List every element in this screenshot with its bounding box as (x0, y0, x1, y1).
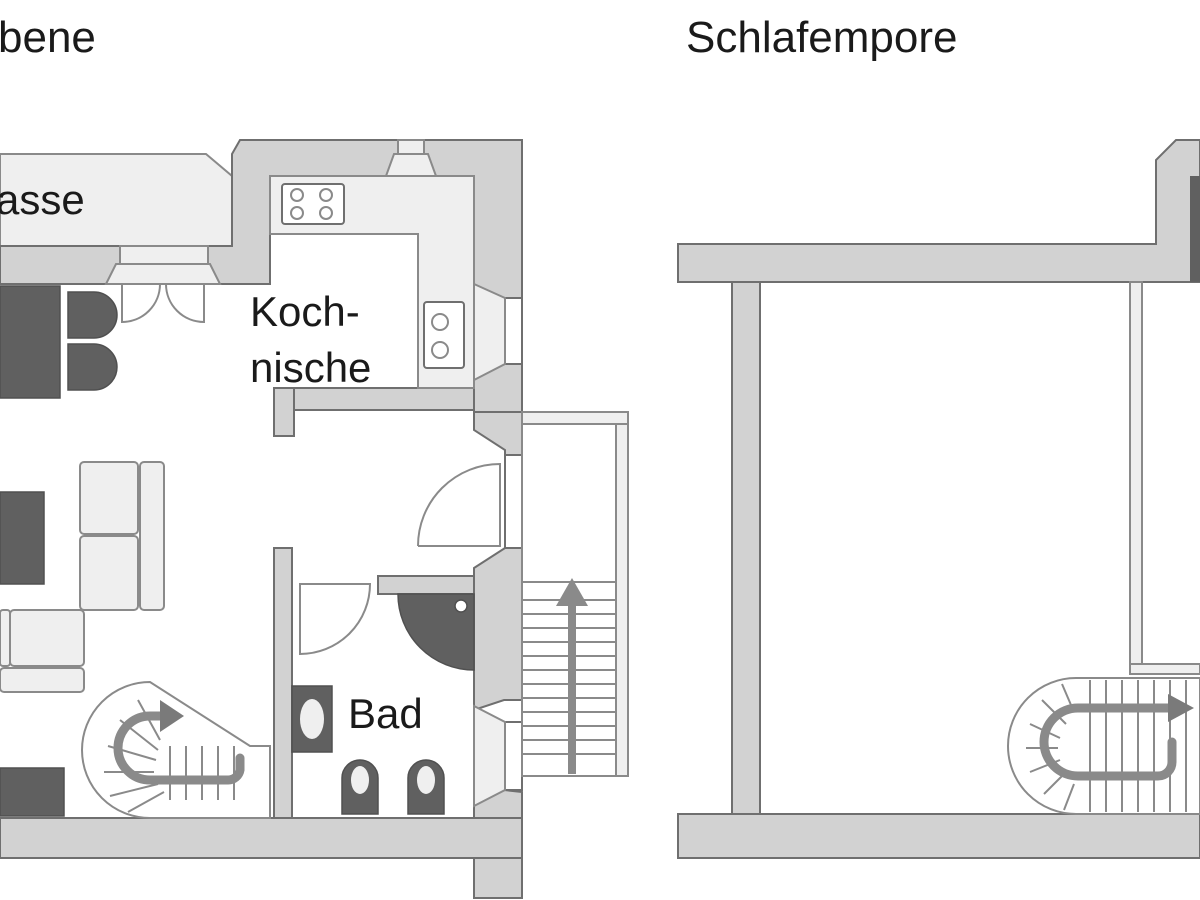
stove-icon (281, 183, 345, 225)
window-bath (504, 721, 523, 791)
bottom-wall (0, 817, 523, 859)
kitchen-partition (273, 387, 475, 411)
sofa-seat-1 (79, 461, 139, 535)
terrace-label: asse (0, 176, 85, 223)
spiral-stair-outline (81, 680, 271, 819)
gallery-top-wall (677, 139, 1200, 283)
burner-2-icon (319, 188, 333, 202)
coffee-table (0, 491, 45, 585)
sink-basin-1-icon (431, 313, 449, 331)
gallery-railing-bottom (1129, 663, 1200, 675)
bath-label: Bad (348, 690, 423, 737)
chimney-hood (384, 153, 438, 177)
sleeping-gallery-heading: Schlafempore (686, 13, 957, 62)
burner-1-icon (290, 188, 304, 202)
stair-up-arrow-icon (556, 578, 588, 606)
window-kitchen (504, 297, 523, 365)
bathroom: Bad (291, 583, 475, 815)
washbasin-bowl-icon (300, 699, 324, 739)
bath-top-wall (377, 575, 475, 595)
kitchen-window-reveal (473, 282, 506, 382)
bath-window-reveal (473, 704, 506, 808)
chair-1 (67, 291, 118, 339)
door-swing-left (121, 283, 161, 324)
stair-arrow-path (113, 711, 245, 785)
sofa2-seat-0 (0, 609, 11, 667)
burner-3-icon (290, 206, 304, 220)
kitchen-label-line2: nische (250, 344, 371, 391)
chair-2 (67, 343, 118, 391)
living-area: asse (0, 176, 501, 817)
kitchen-partition-stub (273, 387, 295, 437)
toilet-bowl-icon (351, 766, 369, 794)
shower-drain-icon (454, 599, 468, 613)
door-swing-right (165, 283, 205, 324)
sofa-back (139, 461, 165, 611)
bidet-bowl-icon (417, 766, 435, 794)
straight-stair (521, 411, 629, 777)
gallery-chimney (1190, 176, 1200, 282)
terrace-door-threshold (104, 263, 222, 285)
gallery-railing (1129, 281, 1143, 673)
burner-4-icon (319, 206, 333, 220)
stair-top-rail (521, 411, 629, 425)
left-plan-walls (0, 139, 523, 899)
right-wall-bath (473, 547, 523, 712)
bath-door-swing (299, 583, 372, 656)
stair-rail (615, 411, 629, 777)
sink-icon (423, 301, 465, 369)
chimney-top (397, 139, 425, 155)
shower (397, 593, 475, 671)
gallery-stair-arrow-path (1039, 703, 1177, 781)
sofa2-seat-1 (9, 609, 85, 667)
kitchen-label-line1: Koch- (250, 288, 360, 335)
gallery-left-wall (731, 281, 761, 819)
right-plan (677, 139, 1200, 859)
cabinet (0, 767, 65, 817)
window-hall (504, 454, 523, 549)
terrace-door-frame (119, 245, 209, 265)
dining-table (0, 285, 61, 399)
hall-door-swing (417, 462, 501, 547)
kitchen: Koch- nische (250, 175, 475, 391)
sofa2-back (0, 667, 85, 693)
bath-left-wall (273, 547, 293, 819)
gallery-stair-arrow-head-icon (1168, 694, 1194, 722)
sink-basin-2-icon (431, 341, 449, 359)
sofa-seat-2 (79, 535, 139, 611)
stair-arrow-head-icon (160, 700, 184, 732)
gallery-bottom-wall (677, 813, 1200, 859)
top-wall-left (0, 245, 121, 285)
right-wall-upper (473, 411, 523, 456)
ground-floor-heading: bene (0, 13, 96, 62)
spiral-stair-left (81, 680, 271, 819)
